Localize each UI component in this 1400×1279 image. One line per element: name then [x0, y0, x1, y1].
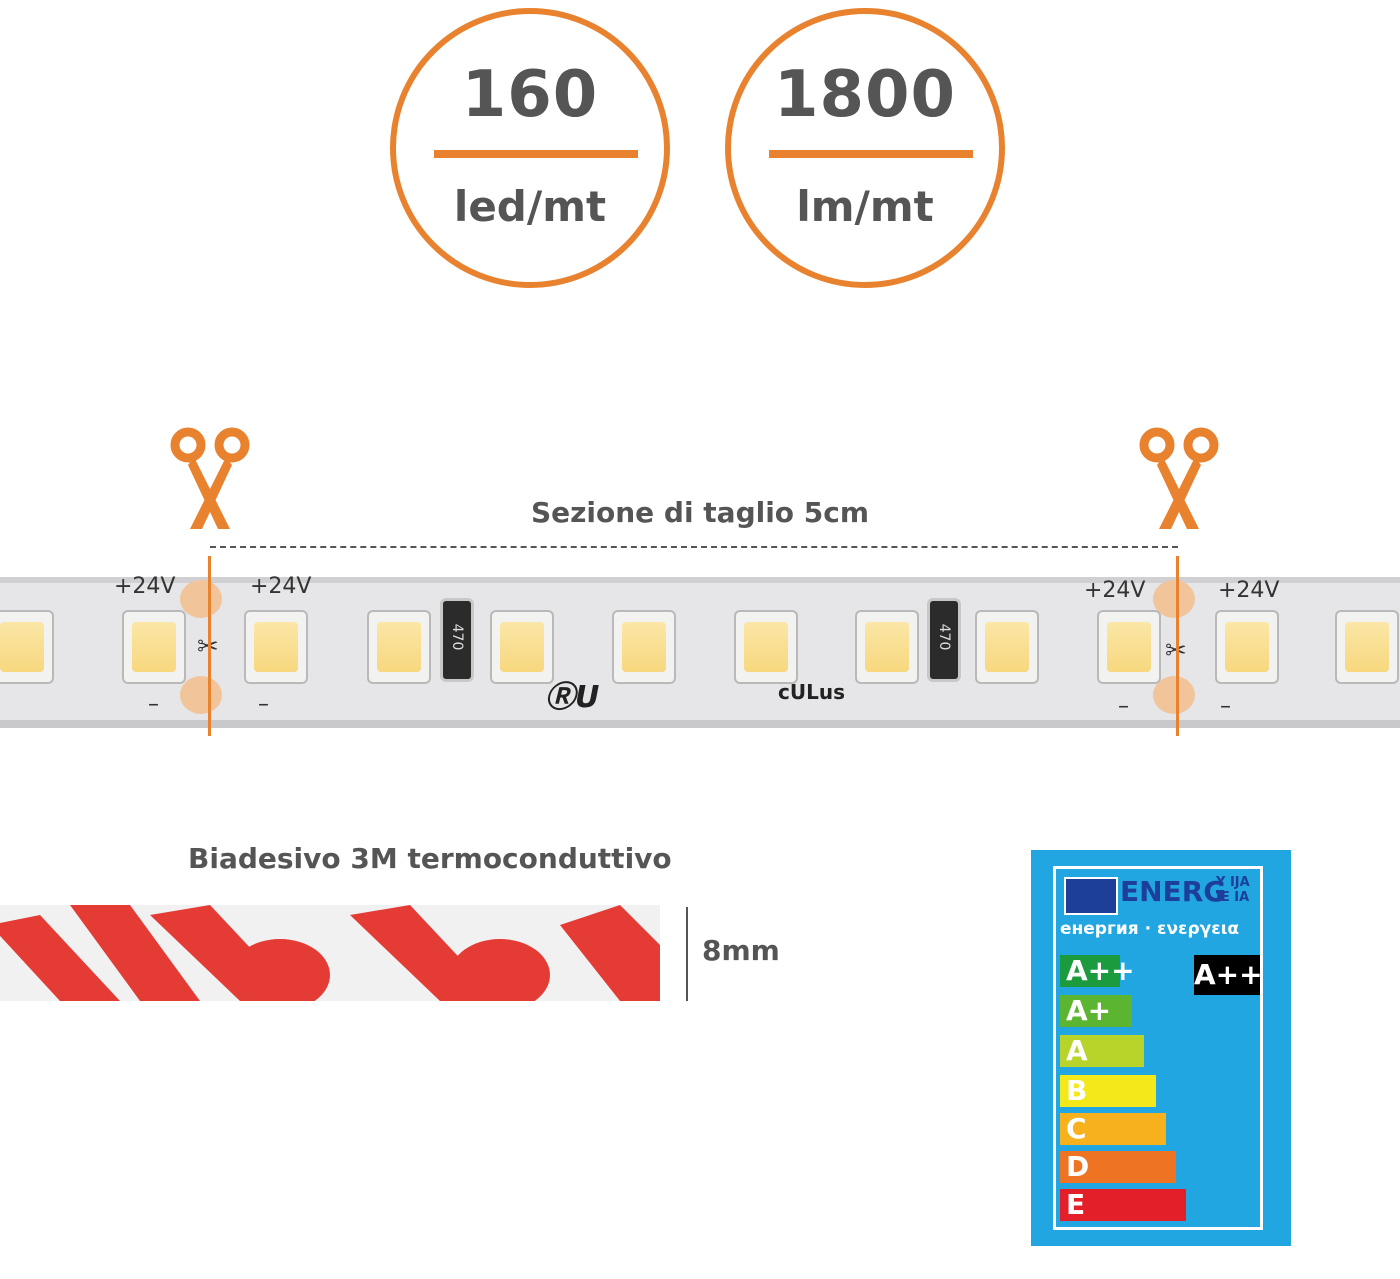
led-chip — [734, 610, 798, 684]
cut-line — [1176, 556, 1179, 736]
energy-class-arrow: A+ — [1060, 995, 1132, 1027]
energy-class-arrow: D — [1060, 1151, 1176, 1183]
ul-cert-mark: cULus — [778, 680, 845, 704]
energy-label-frame: ENERG Y IJA IE IA енергия · ενεργεια A++… — [1053, 866, 1263, 1230]
cut-section-dashed-line — [210, 546, 1178, 548]
energy-header: ENERG — [1120, 875, 1227, 908]
tape-width-label: 8mm — [702, 934, 780, 967]
solder-pad — [180, 580, 222, 618]
adhesive-tape — [0, 905, 660, 1001]
led-density-unit: led/mt — [453, 182, 607, 231]
energy-class-arrow: E — [1060, 1189, 1186, 1221]
led-chip — [0, 610, 54, 684]
led-density-value: 160 — [461, 58, 599, 132]
minus-label: – — [148, 692, 159, 717]
lumen-badge: 1800 lm/mt — [725, 8, 1005, 288]
energy-subheader: енергия · ενεργεια — [1060, 919, 1239, 939]
cut-line — [208, 556, 211, 736]
ur-cert-mark: ⓇU — [545, 680, 600, 715]
voltage-label: +24V — [1084, 578, 1146, 603]
cut-section-label: Sezione di taglio 5cm — [530, 496, 870, 529]
badge-divider — [434, 150, 638, 158]
led-chip — [975, 610, 1039, 684]
voltage-label: +24V — [250, 574, 312, 599]
tape-width-marker — [686, 907, 688, 1001]
energy-label: ENERG Y IJA IE IA енергия · ενεργεια A++… — [1031, 850, 1291, 1246]
strip-scissors-icon: ✂ — [1165, 636, 1187, 666]
tape-title: Biadesivo 3M termoconduttivo — [188, 842, 672, 875]
energy-class-arrow: B — [1060, 1075, 1156, 1107]
strip-edge — [0, 577, 1400, 583]
eu-flag-icon — [1064, 877, 1118, 915]
energy-class-arrow: A — [1060, 1035, 1144, 1067]
minus-label: – — [258, 692, 269, 717]
led-chip — [367, 610, 431, 684]
led-density-badge: 160 led/mt — [390, 8, 670, 288]
led-chip — [1335, 610, 1399, 684]
lumen-unit: lm/mt — [796, 182, 934, 231]
energy-header-small: Y IJA IE IA — [1216, 875, 1250, 905]
strip-edge — [0, 720, 1400, 728]
energy-class-arrow: A++ — [1060, 955, 1135, 987]
voltage-label: +24V — [1218, 578, 1280, 603]
solder-pad — [1153, 676, 1195, 714]
energy-rating-badge: A++ — [1194, 955, 1263, 995]
led-chip — [1097, 610, 1161, 684]
energy-class-arrow: C — [1060, 1113, 1166, 1145]
3m-logo-pattern — [0, 905, 660, 1001]
badge-divider — [769, 150, 973, 158]
led-chip — [490, 610, 554, 684]
voltage-label: +24V — [114, 574, 176, 599]
led-chip — [612, 610, 676, 684]
resistor: 470 — [927, 598, 961, 682]
led-chip — [855, 610, 919, 684]
minus-label: – — [1118, 694, 1129, 719]
led-chip — [122, 610, 186, 684]
led-chip — [1215, 610, 1279, 684]
scissors-icon — [170, 427, 250, 529]
minus-label: – — [1220, 694, 1231, 719]
solder-pad — [180, 676, 222, 714]
resistor: 470 — [440, 598, 474, 682]
strip-scissors-icon: ✂ — [197, 632, 219, 662]
scissors-icon — [1139, 427, 1219, 529]
solder-pad — [1153, 580, 1195, 618]
lumen-value: 1800 — [773, 58, 957, 132]
led-chip — [244, 610, 308, 684]
